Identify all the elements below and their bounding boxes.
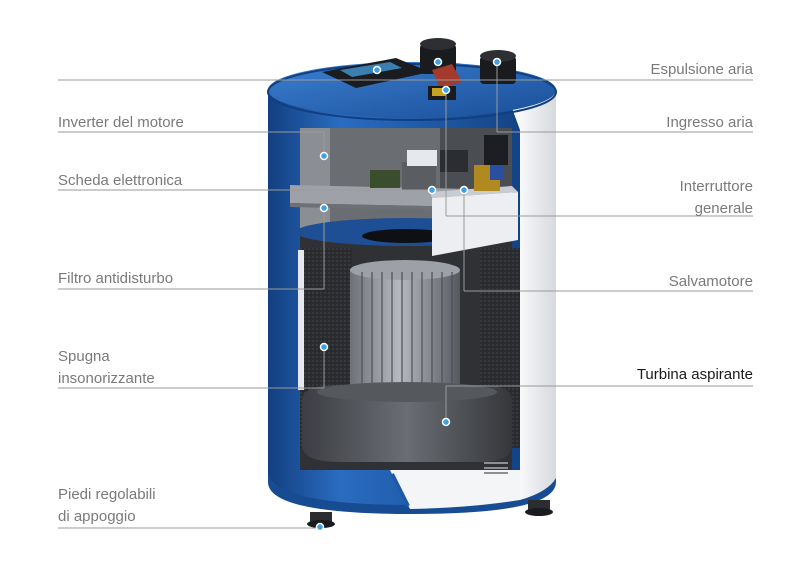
label-scheda-elettronica: Scheda elettronica	[58, 172, 183, 189]
dot-switch	[441, 85, 451, 95]
label-turbina-aspirante: Turbina aspirante	[636, 366, 753, 383]
dot-salvamotore	[459, 185, 469, 195]
dot-scheda	[427, 185, 437, 195]
label-piedi-line2: di appoggio	[58, 508, 136, 525]
filter-strip	[298, 250, 304, 390]
label-salvamotore: Salvamotore	[668, 273, 753, 290]
label-filtro-antidisturbo: Filtro antidisturbo	[58, 270, 174, 287]
intake-pipe	[480, 50, 516, 84]
label-espulsione-aria: Espulsione aria	[650, 61, 753, 78]
label-spugna-line1: Spugna	[58, 348, 110, 365]
label-interruttore: Interruttore generale	[680, 176, 753, 220]
dot-spugna	[319, 342, 329, 352]
adjustable-feet	[307, 500, 553, 528]
label-piedi: Piedi regolabili di appoggio	[58, 484, 156, 528]
label-inverter: Inverter del motore	[58, 114, 184, 131]
callout-dots	[315, 57, 502, 532]
label-spugna-line2: insonorizzante	[58, 370, 155, 387]
label-piedi-line1: Piedi regolabili	[58, 486, 156, 503]
dot-turbina	[441, 417, 451, 427]
leader-lines	[58, 62, 753, 529]
unit-body	[268, 90, 556, 514]
label-ingresso-aria: Ingresso aria	[666, 114, 753, 131]
label-interruttore-line2: generale	[694, 200, 753, 217]
dot-inverter	[319, 151, 329, 161]
label-spugna: Spugna insonorizzante	[58, 346, 155, 390]
label-interruttore-line1: Interruttore	[679, 178, 753, 195]
dot-control-panel	[372, 65, 382, 75]
dot-piedi	[315, 522, 325, 532]
dot-filtro	[319, 203, 329, 213]
dot-intake	[492, 57, 502, 67]
dot-exhaust	[433, 57, 443, 67]
